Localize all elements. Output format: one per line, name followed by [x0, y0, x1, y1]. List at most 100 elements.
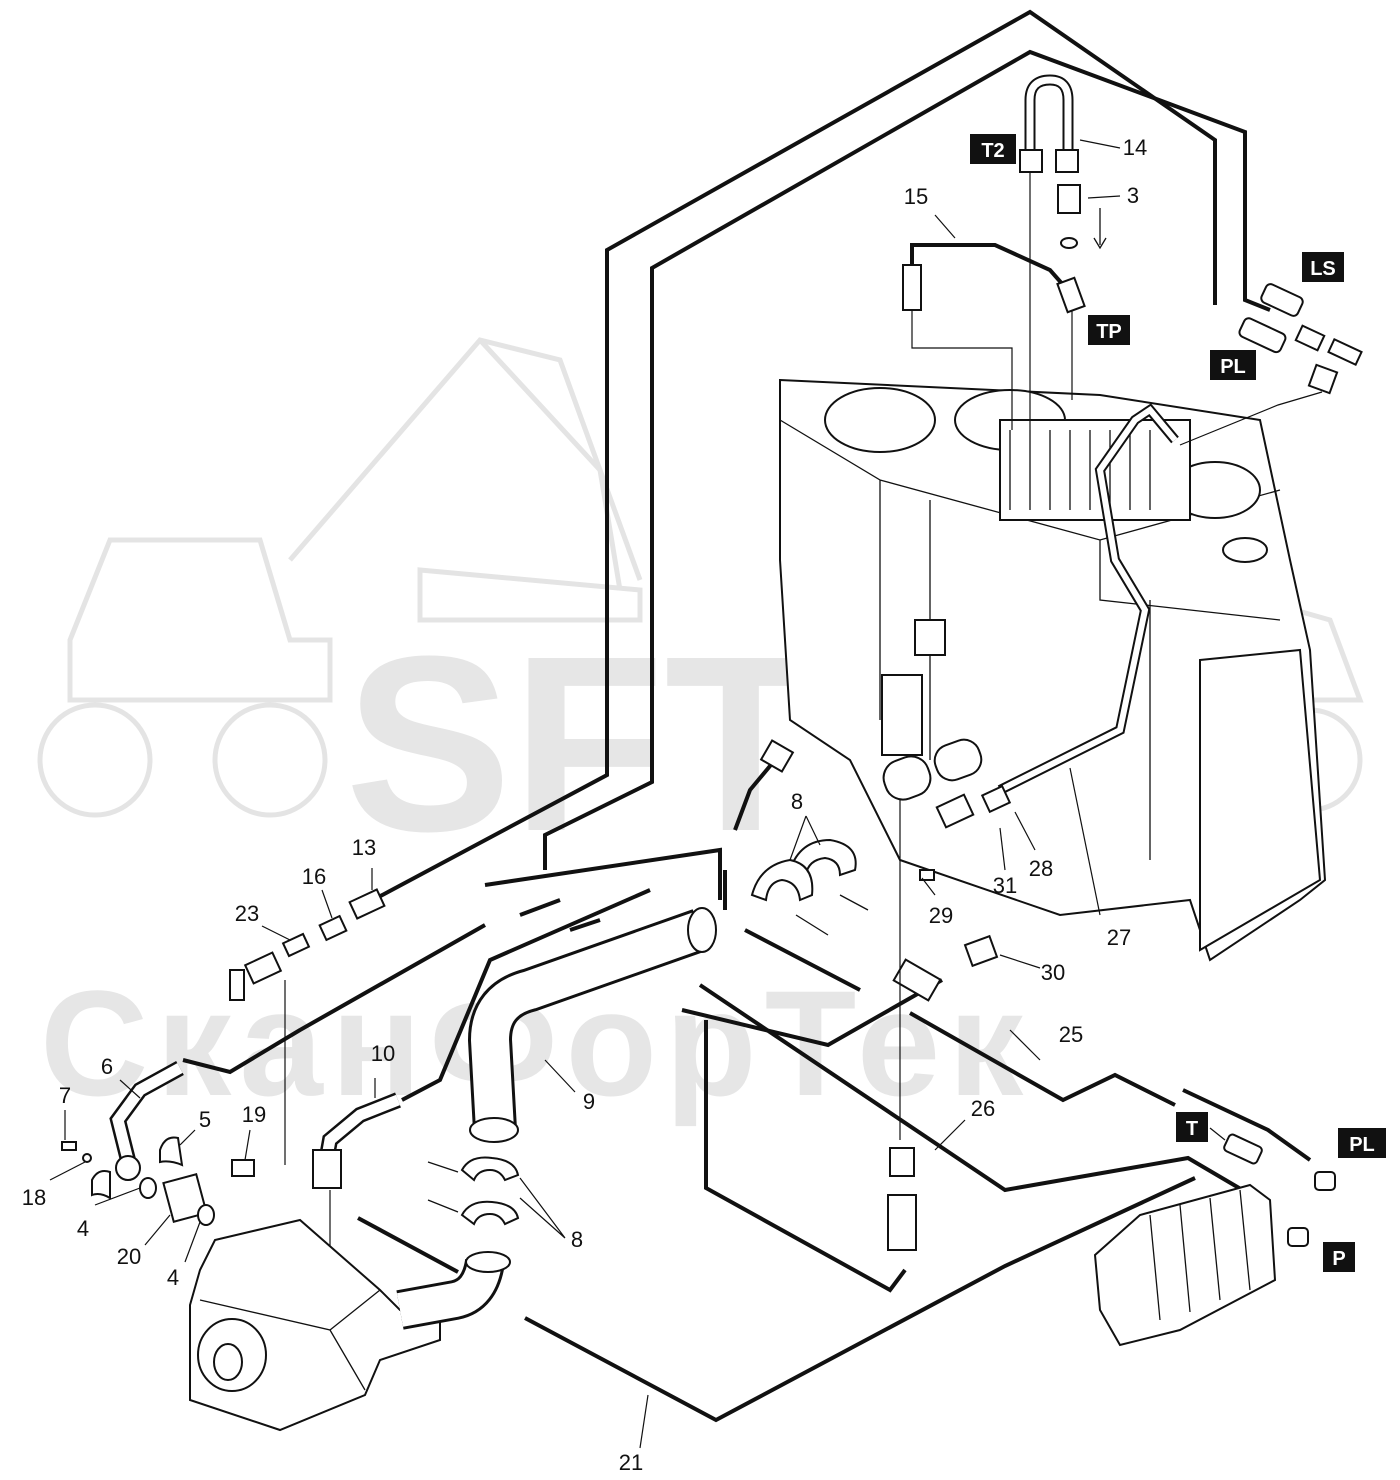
tag-boxes: T2 LS TP PL T PL P [970, 134, 1386, 1272]
middle-parts [467, 738, 1012, 1251]
svg-text:T: T [1186, 1118, 1198, 1140]
callout-5: 5 [199, 1107, 211, 1132]
hose-15 [910, 243, 1074, 297]
pump-parts [61, 888, 520, 1432]
chassis-port-1 [824, 387, 936, 453]
route-mid-cross-3 [569, 918, 601, 932]
callout-9: 9 [583, 1089, 595, 1114]
ls-adapter [1294, 324, 1326, 352]
fitting-30 [963, 934, 999, 968]
chassis-side-panel [1199, 648, 1322, 952]
arrow-down-icon [1093, 208, 1107, 250]
svg-text:PL: PL [1220, 356, 1246, 378]
fitting-28 [980, 784, 1012, 814]
route-26b [698, 983, 1270, 1207]
svg-text:P: P [1332, 1248, 1345, 1270]
callout-31: 31 [993, 873, 1017, 898]
bolt-7 [61, 1141, 77, 1151]
bolt-29 [919, 869, 935, 881]
clamp-8b [750, 858, 814, 902]
callout-25: 25 [1059, 1022, 1083, 1047]
pipe-14 [1024, 74, 1074, 160]
ls-tee [1327, 337, 1363, 367]
callout-18: 18 [22, 1185, 46, 1210]
top-fittings [902, 74, 1363, 446]
chassis-box [914, 619, 946, 656]
pl-hose-end [1238, 317, 1287, 354]
fitting-19 [231, 1159, 255, 1177]
callout-13: 13 [352, 835, 376, 860]
svg-text:T2: T2 [981, 140, 1004, 162]
callout-10: 10 [371, 1041, 395, 1066]
svg-text:LS: LS [1310, 258, 1336, 280]
pump-suction-end [465, 1251, 511, 1273]
pipe-9-fill [470, 912, 707, 1132]
hose-elbow-top [759, 739, 795, 773]
callout-16: 16 [302, 864, 326, 889]
clamp-8a [788, 838, 857, 877]
callout-15: 15 [904, 184, 928, 209]
chassis-port-4 [1222, 537, 1268, 563]
watermark-logo: SFT [345, 604, 817, 883]
tee-branch [229, 969, 245, 1001]
route-26 [704, 1020, 907, 1293]
tag-t2: T2 [970, 134, 1016, 164]
route-ls-inner [543, 49, 1271, 870]
callout-27: 27 [1107, 925, 1131, 950]
route-pl-bottom [1182, 1088, 1312, 1162]
chassis-assembly [779, 378, 1327, 962]
fitting-3 [1057, 184, 1081, 214]
svg-text:TP: TP [1096, 321, 1122, 343]
clamp-8d [460, 1200, 520, 1226]
hose-6-eye [115, 1155, 141, 1181]
callout-19: 19 [242, 1102, 266, 1127]
hose-10-nut [312, 1149, 342, 1189]
route-ls-outer [372, 9, 1217, 902]
callout-4-b: 4 [167, 1265, 179, 1290]
callout-29: 29 [929, 903, 953, 928]
fitting-31 [935, 793, 975, 829]
hose-pl-end [1314, 1171, 1336, 1191]
oring-4b [197, 1204, 215, 1226]
tag-p-bottom: P [1323, 1242, 1355, 1272]
tag-tp: TP [1088, 315, 1130, 345]
flange-block-20 [162, 1173, 208, 1223]
seal-3 [1060, 237, 1078, 249]
fitting-23 [281, 932, 311, 958]
tag-ls: LS [1302, 252, 1344, 282]
route-pump-hose [357, 1216, 459, 1274]
callout-28: 28 [1029, 856, 1053, 881]
pipe-27-fill [998, 406, 1178, 793]
hose-15-end-b [1056, 276, 1086, 314]
leader-lines [49, 139, 1226, 1449]
route-21 [524, 1176, 1196, 1423]
tag-pl-bottom: PL [1338, 1128, 1386, 1158]
chassis-flange [881, 674, 923, 756]
nut-14b [1055, 149, 1079, 173]
svg-text:PL: PL [1349, 1134, 1375, 1156]
pipe-9-top [687, 907, 717, 953]
callout-30: 30 [1041, 960, 1065, 985]
ls-hose-end [1260, 283, 1304, 317]
callout-4-a: 4 [77, 1216, 89, 1241]
bottom-valve [1093, 1133, 1336, 1347]
callout-23: 23 [235, 901, 259, 926]
nut-14a [1019, 149, 1043, 173]
callout-21: 21 [619, 1450, 643, 1475]
hose-t-end [1223, 1133, 1263, 1165]
route-mid-cross [484, 847, 722, 900]
flange-half-5b [91, 1170, 111, 1200]
hose-p-end [1287, 1227, 1309, 1247]
pump-shaft [213, 1343, 243, 1381]
sleeve-b [933, 738, 983, 782]
route-25 [681, 978, 1176, 1107]
callout-6: 6 [101, 1054, 113, 1079]
clamp-8c [460, 1156, 520, 1182]
flange-half-5 [159, 1136, 184, 1167]
pl-elbow [1307, 363, 1339, 395]
fitting-26 [889, 1147, 915, 1177]
route-to-6 [182, 923, 486, 1075]
callout-14: 14 [1123, 135, 1147, 160]
hose-26-end [887, 1194, 917, 1251]
